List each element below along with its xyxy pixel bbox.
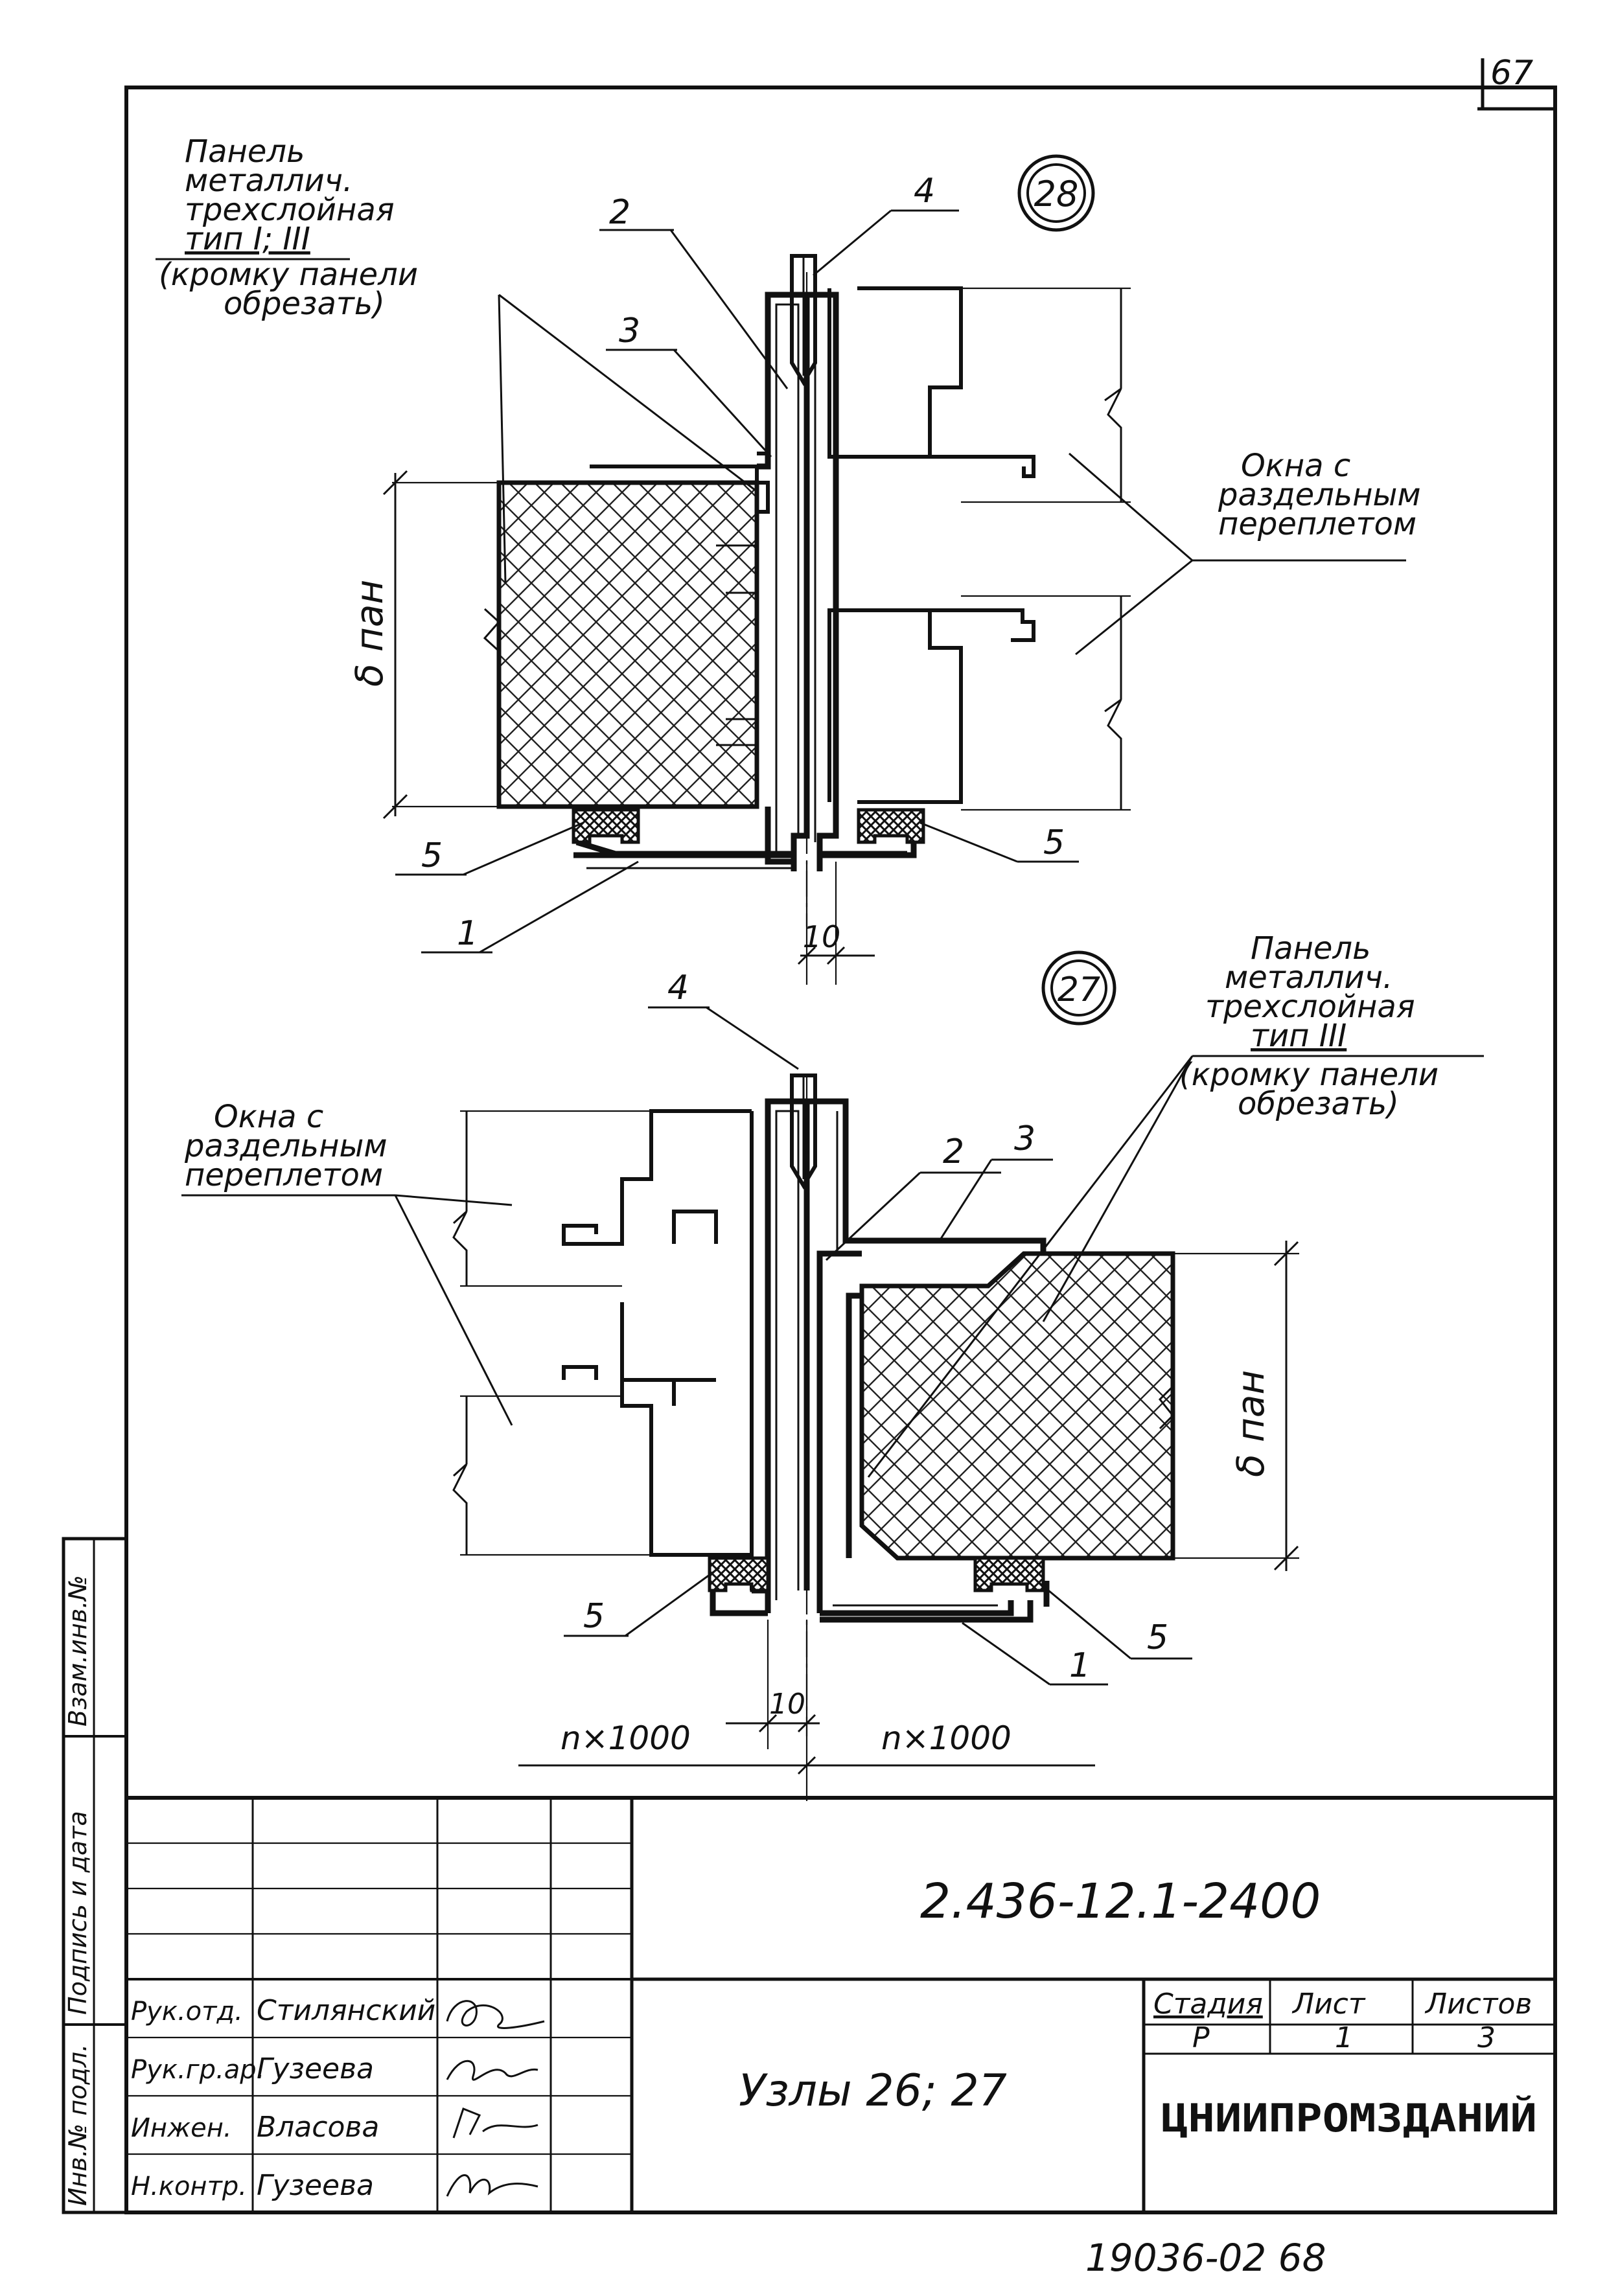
- node-28-marker: 28: [1017, 154, 1095, 232]
- node-28-callout-5-left: 5: [395, 821, 584, 876]
- stage-value: Р: [1192, 2021, 1210, 2054]
- node-28-panel-insulation: [496, 480, 759, 809]
- node-28-window-label: Окна с раздельным переплетом: [1069, 448, 1421, 656]
- node-27-seals: [708, 1556, 1045, 1592]
- node-28-panel-label: Панель металлич. трехслойная тип I; III …: [156, 133, 759, 584]
- sheets-value: 3: [1477, 2021, 1496, 2054]
- node-28-callout-4: 4: [813, 172, 959, 277]
- svg-text:тип I; III: тип I; III: [185, 221, 310, 257]
- svg-text:1: 1: [457, 914, 478, 953]
- node-28-profile: [573, 254, 917, 926]
- node-27-callout-4: 4: [648, 969, 799, 1070]
- node-27-marker: 27: [1041, 950, 1116, 1026]
- name-head-of-dept: Стилянский: [257, 1994, 435, 2027]
- node-28-dim-gap: 10: [797, 862, 875, 985]
- sheet-value: 1: [1335, 2021, 1353, 2054]
- svg-text:Окна с: Окна с: [214, 1099, 323, 1135]
- svg-text:раздельным: раздельным: [184, 1128, 387, 1164]
- svg-text:1: 1: [1069, 1646, 1091, 1685]
- node-28-number: 28: [1034, 174, 1079, 214]
- node-27-dim-thickness-label: δ пан: [1229, 1370, 1273, 1477]
- svg-text:раздельным: раздельным: [1218, 477, 1421, 513]
- node-27-dim-right-label: n×1000: [881, 1719, 1012, 1757]
- node-28-callout-2: 2: [599, 193, 789, 389]
- role-head-of-dept: Рук.отд.: [131, 1997, 243, 2026]
- node-28-dim-gap-label: 10: [803, 919, 841, 954]
- node-28-dim-thickness-label: δ пан: [347, 580, 391, 687]
- sheets-header: Листов: [1424, 1988, 1532, 2021]
- svg-text:3: 3: [619, 312, 640, 350]
- svg-text:4: 4: [914, 172, 935, 211]
- node-27-detail: 27: [181, 930, 1484, 1801]
- node-27-window-frames: [452, 1109, 754, 1590]
- organization-name: ЦНИИПРОМЗДАНИЙ: [1161, 2095, 1537, 2141]
- svg-text:обрезать): обрезать): [1238, 1086, 1399, 1122]
- svg-text:2: 2: [609, 193, 630, 232]
- node-27-callout-2: 2: [825, 1132, 1001, 1261]
- role-engineer: Инжен.: [131, 2113, 232, 2143]
- node-28-panel: [483, 480, 770, 809]
- document-code: 2.436-12.1-2400: [920, 1874, 1321, 1929]
- node-27-panel-insulation: [859, 1251, 1175, 1561]
- svg-text:трехслойная: трехслойная: [1205, 989, 1415, 1025]
- svg-text:переплетом: переплетом: [185, 1157, 383, 1193]
- svg-text:трехслойная: трехслойная: [185, 192, 395, 228]
- name-engineer: Власова: [257, 2111, 379, 2144]
- node-27-callout-5-right: 5: [1036, 1579, 1192, 1660]
- side-stamp-signature-date: Подпись и дата: [64, 1811, 92, 2015]
- node-28-dim-thickness: δ пан: [347, 470, 499, 820]
- drawing-title: Узлы 26; 27: [739, 2065, 1007, 2117]
- svg-text:Панель: Панель: [1251, 930, 1370, 967]
- sheet-number-top: 67: [1490, 54, 1533, 93]
- node-27-dim-thickness: δ пан: [1173, 1241, 1299, 1571]
- side-stamp: Инв.№ подл. Подпись и дата Взам.инв.№: [62, 1537, 128, 2214]
- node-28-callout-1: 1: [421, 860, 639, 954]
- svg-text:металлич.: металлич.: [185, 163, 353, 199]
- role-group-leader: Рук.гр.ар.: [131, 2055, 264, 2085]
- svg-text:переплетом: переплетом: [1218, 506, 1416, 542]
- sheet-header: Лист: [1291, 1988, 1366, 2021]
- node-27-dim-gap: 10: [726, 1620, 820, 1801]
- svg-text:Панель: Панель: [185, 133, 305, 170]
- node-27-panel-label: Панель металлич. трехслойная тип III (кр…: [867, 930, 1484, 1478]
- svg-text:4: 4: [667, 969, 689, 1007]
- node-28-window-frames: [827, 286, 1131, 811]
- svg-text:Окна с: Окна с: [1241, 448, 1350, 484]
- name-norm-control: Гузеева: [257, 2169, 374, 2202]
- signatures: [446, 2000, 545, 2197]
- svg-text:(кромку панели: (кромку панели: [1179, 1057, 1439, 1093]
- node-28-seals: [572, 808, 925, 844]
- side-stamp-inv-no: Инв.№ подл.: [64, 2044, 92, 2206]
- side-stamp-replace-inv: Взам.инв.№: [64, 1575, 92, 1727]
- name-group-leader: Гузеева: [257, 2052, 374, 2085]
- node-27-dim-modules: n×1000 n×1000: [518, 1719, 1095, 1775]
- svg-text:5: 5: [1043, 823, 1065, 862]
- svg-text:2: 2: [943, 1132, 964, 1171]
- role-norm-control: Н.контр.: [131, 2172, 247, 2201]
- node-27-dim-left-label: n×1000: [561, 1719, 691, 1757]
- svg-text:(кромку панели: (кромку панели: [159, 257, 418, 293]
- svg-text:обрезать): обрезать): [224, 286, 385, 322]
- node-28-callout-3: 3: [606, 312, 772, 458]
- svg-text:металлич.: металлич.: [1225, 959, 1393, 996]
- svg-text:3: 3: [1014, 1119, 1035, 1158]
- svg-text:5: 5: [1147, 1618, 1168, 1657]
- node-28-callout-5-right: 5: [919, 821, 1079, 863]
- stage-header: Стадия: [1153, 1988, 1263, 2021]
- node-27-dim-gap-label: 10: [769, 1688, 805, 1721]
- node-27-callout-3: 3: [938, 1119, 1053, 1241]
- node-27-number: 27: [1058, 970, 1100, 1009]
- node-27-callout-5-left: 5: [564, 1567, 720, 1637]
- svg-text:5: 5: [421, 836, 443, 875]
- svg-text:5: 5: [583, 1597, 605, 1636]
- node-28-detail: 28: [156, 133, 1421, 985]
- sheet-number-bottom: 19036-02 68: [1085, 2236, 1326, 2280]
- node-27-callout-1: 1: [962, 1622, 1108, 1686]
- node-27-window-label: Окна с раздельным переплетом: [181, 1099, 513, 1426]
- node-27-panel: [859, 1251, 1175, 1561]
- title-block: 2.436-12.1-2400 Узлы 26; 27 Рук.отд. Рук…: [124, 1796, 1557, 2214]
- svg-text:тип III: тип III: [1251, 1018, 1347, 1054]
- node-27-profile: [710, 1073, 1050, 1736]
